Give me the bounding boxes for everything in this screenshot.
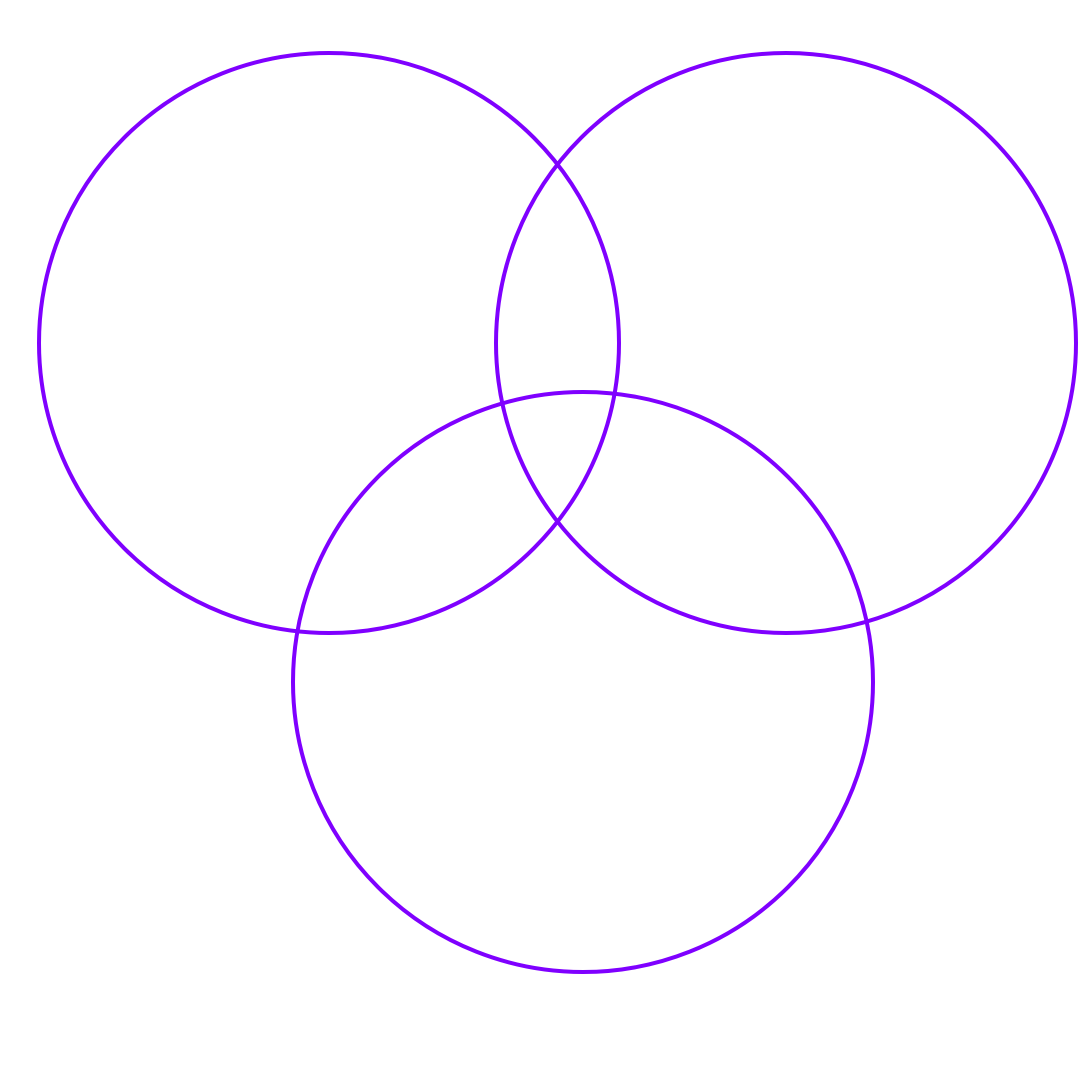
venn-circle-top-right — [494, 51, 1078, 635]
venn-circle-bottom — [291, 390, 875, 974]
venn-circle-top-left — [37, 51, 621, 635]
